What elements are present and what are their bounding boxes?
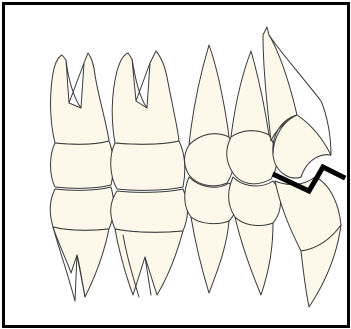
lower-molar-2 xyxy=(111,189,188,297)
upper-canine xyxy=(263,27,331,178)
lower-molar-1 xyxy=(50,187,114,301)
lower-premolar-2 xyxy=(229,177,281,295)
upper-molar-1 xyxy=(51,53,114,188)
upper-premolar-1 xyxy=(185,45,235,186)
upper-molar-2 xyxy=(111,51,185,190)
lower-canine xyxy=(275,177,341,307)
dental-occlusion-diagram xyxy=(5,5,347,325)
